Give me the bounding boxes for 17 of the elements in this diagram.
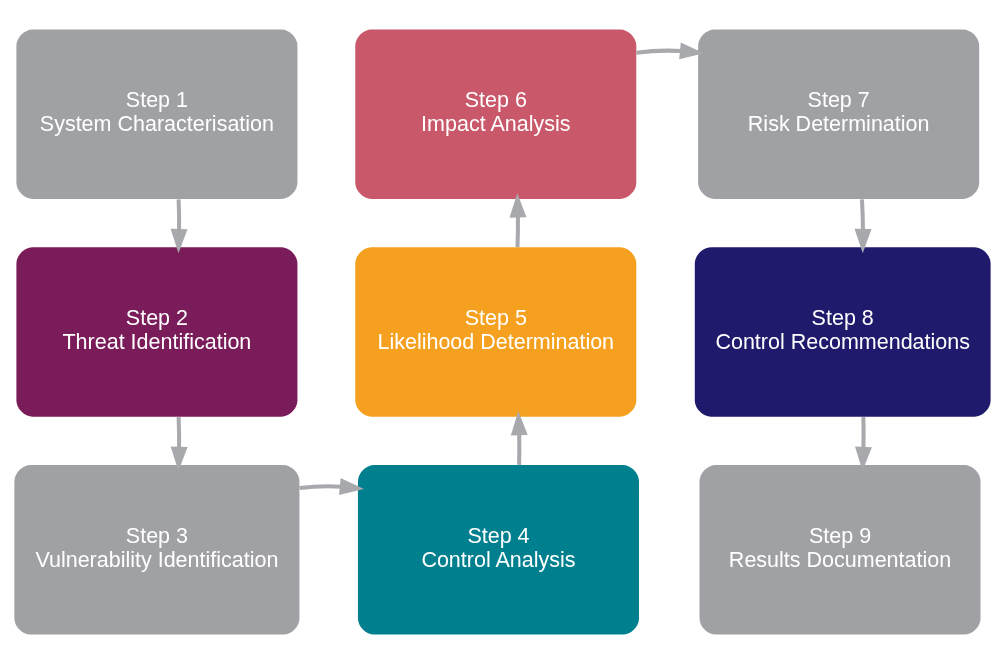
node-box: Step 6 Impact Analysis bbox=[354, 28, 636, 199]
node-box: Step 3 Vulnerability Identification bbox=[13, 464, 299, 635]
node-box: Step 2 Threat Identification bbox=[15, 246, 297, 417]
arrow bbox=[854, 416, 872, 471]
node-box: Step 8 Control Recommendations bbox=[694, 246, 991, 417]
arrow bbox=[170, 198, 188, 253]
node-box: Step 9 Results Documentation bbox=[699, 464, 981, 635]
node-box: Step 4 Control Analysis bbox=[357, 464, 639, 635]
arrow bbox=[508, 192, 526, 247]
arrow bbox=[170, 416, 188, 471]
node-box: Step 5 Likelihood Determination bbox=[354, 246, 636, 417]
arrow bbox=[510, 410, 528, 465]
arrow bbox=[298, 477, 364, 495]
arrow bbox=[635, 41, 704, 59]
node-box: Step 1 System Characterisation bbox=[15, 28, 297, 199]
node-box: Step 7 Risk Determination bbox=[697, 28, 979, 199]
arrow bbox=[854, 198, 871, 253]
